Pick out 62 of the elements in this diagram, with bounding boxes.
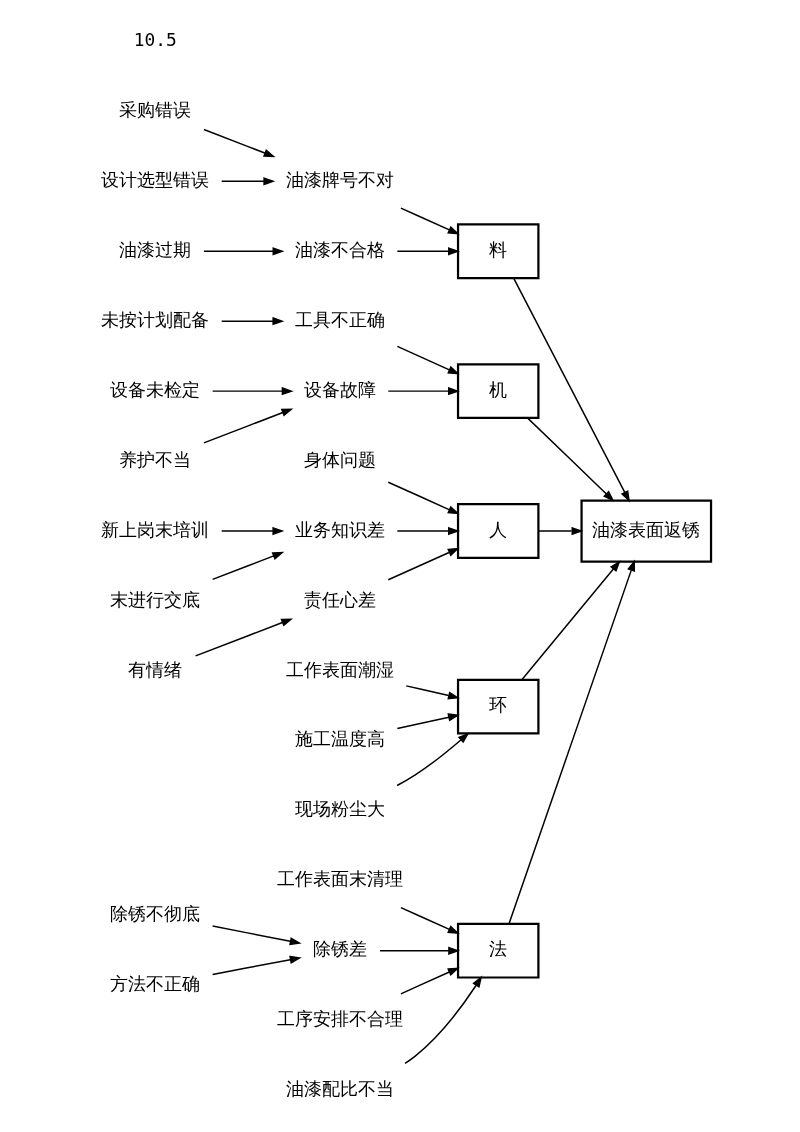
- node-text: 除锈差: [312, 938, 367, 960]
- node-text: 油漆过期: [119, 238, 192, 260]
- arrow: [400, 967, 460, 995]
- arrow: [220, 526, 285, 536]
- node-box: 料: [456, 223, 540, 280]
- node-text: 末进行交底: [110, 588, 201, 610]
- node-text: 施工温度高: [294, 728, 385, 750]
- arrow: [396, 345, 460, 375]
- node-text: 未按计划配备: [101, 308, 210, 330]
- arrow: [220, 177, 276, 186]
- arrow: [405, 685, 460, 700]
- node-text: 业务知识差: [294, 518, 385, 540]
- node-box: 环: [456, 678, 540, 735]
- node-text: 身体问题: [303, 448, 376, 470]
- node-box: 人: [456, 503, 540, 559]
- arrow: [400, 906, 460, 935]
- arrow: [220, 317, 285, 326]
- node-text: 油漆配比不当: [285, 1078, 394, 1100]
- label: 10.5: [133, 29, 177, 50]
- arrow: [387, 386, 460, 396]
- node-text: 设备故障: [303, 378, 376, 400]
- arrow: [400, 207, 460, 235]
- node-text: 油漆牌号不对: [285, 168, 394, 190]
- arrow: [194, 618, 294, 657]
- arrow: [211, 386, 294, 396]
- node-text: 工作表面潮湿: [285, 658, 394, 680]
- node-box: 法: [456, 922, 540, 979]
- arrow: [396, 732, 470, 787]
- node-text: 设计选型错误: [101, 168, 210, 190]
- node-text: 新上岗末培训: [101, 518, 210, 540]
- arrow: [526, 417, 615, 502]
- node-text: 工作表面末清理: [276, 868, 403, 890]
- node-box: 油漆表面返锈: [580, 499, 713, 563]
- arrow: [203, 128, 276, 158]
- arrow: [211, 925, 302, 946]
- node-text: 工具不正确: [294, 308, 385, 330]
- node-text: 工序安排不合理: [276, 1008, 403, 1030]
- arrow: [521, 560, 621, 681]
- arrow: [396, 526, 460, 536]
- arrow: [211, 551, 285, 581]
- arrow: [508, 559, 636, 925]
- node-text: 现场粉尘大: [294, 798, 385, 820]
- node-text: 除锈不彻底: [110, 902, 201, 924]
- node-text: 养护不当: [119, 448, 192, 470]
- node-text: 油漆不合格: [294, 238, 385, 260]
- node-text: 设备未检定: [110, 378, 201, 400]
- node-text: 责任心差: [303, 588, 376, 610]
- arrow: [404, 975, 483, 1065]
- arrow: [396, 713, 460, 730]
- arrow: [512, 277, 630, 503]
- node-text: 采购错误: [119, 98, 192, 120]
- node-text: 方法不正确: [110, 972, 201, 994]
- node-text: 有情绪: [128, 658, 183, 680]
- arrow: [387, 481, 460, 515]
- arrow: [203, 247, 285, 256]
- arrow: [387, 547, 460, 581]
- arrow: [537, 526, 584, 536]
- arrow: [211, 955, 302, 976]
- arrow: [379, 946, 461, 955]
- arrow: [203, 408, 294, 444]
- node-box: 机: [456, 363, 540, 420]
- arrow: [396, 247, 460, 256]
